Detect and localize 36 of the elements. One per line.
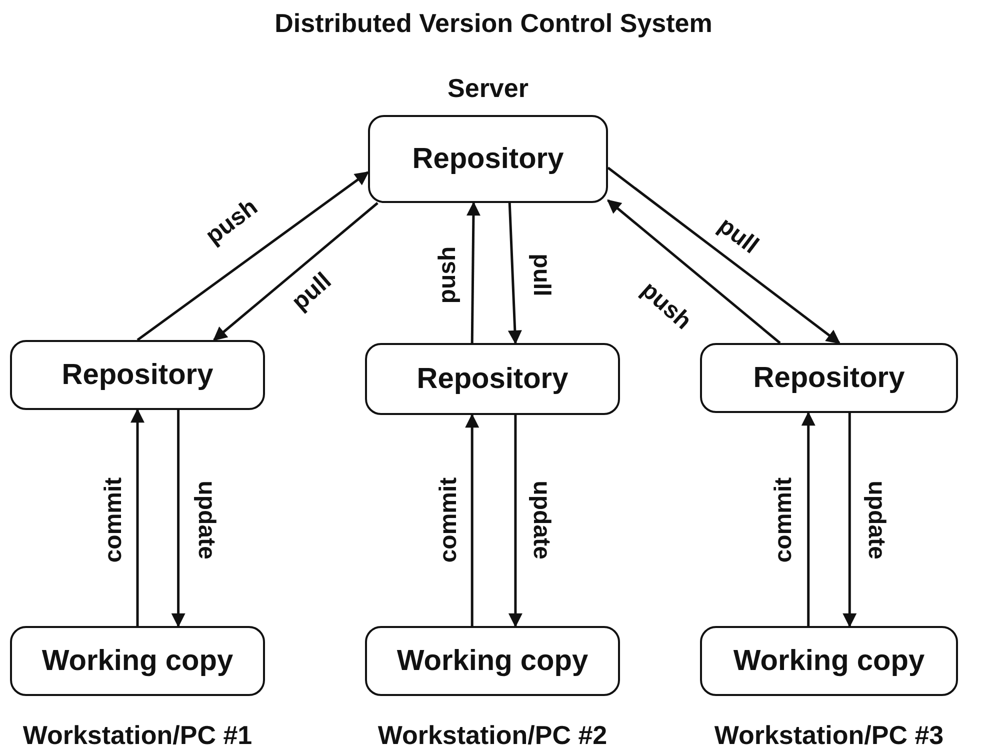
edge-label: pull <box>529 254 553 296</box>
node-heading: Server <box>448 73 528 104</box>
node-label: Repository <box>62 358 214 392</box>
arrow <box>606 199 781 344</box>
edge-label: update <box>864 480 888 560</box>
node-label: Working copy <box>396 644 588 678</box>
arrow <box>136 171 370 342</box>
arrow <box>508 202 522 344</box>
repository-box <box>700 343 958 413</box>
edge-label: commit <box>437 477 461 563</box>
edge-label: commit <box>102 477 126 563</box>
arrow <box>465 414 480 626</box>
workstation-caption: Workstation/PC #3 <box>714 720 944 751</box>
edge-label: update <box>529 480 553 560</box>
edge-label: commit <box>772 477 796 563</box>
edge-label: update <box>194 480 218 560</box>
arrow <box>508 415 522 628</box>
node-label: Working copy <box>42 644 234 678</box>
repository-box <box>10 340 265 410</box>
arrow <box>842 413 857 628</box>
edge-label: push <box>436 246 460 304</box>
arrow <box>212 202 378 341</box>
node-label: Repository <box>412 142 564 176</box>
node-label: Repository <box>753 362 905 394</box>
diagram-title: Distributed Version Control System <box>274 8 714 39</box>
arrow <box>801 412 816 626</box>
arrow <box>607 166 840 344</box>
workstation-caption: Workstation/PC #2 <box>378 720 608 751</box>
arrow <box>466 202 480 344</box>
edge-label: pull <box>714 214 762 258</box>
arrow <box>130 408 144 626</box>
workstation-caption: Workstation/PC #1 <box>22 720 252 751</box>
repository-box <box>365 343 620 415</box>
arrow <box>171 410 186 628</box>
node-label: Repository <box>416 362 568 396</box>
node-label: Working copy <box>733 644 925 678</box>
